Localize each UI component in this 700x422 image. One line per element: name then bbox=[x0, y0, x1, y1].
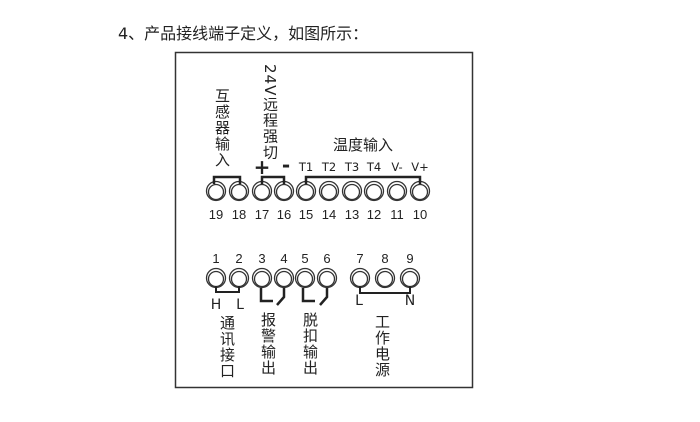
terminal-circle-inner bbox=[376, 270, 394, 288]
ct-input-label: 互感器输入 bbox=[213, 88, 231, 168]
power-supply-label: 工作电源 bbox=[373, 314, 391, 378]
alarm-contact-right bbox=[276, 288, 286, 306]
terminal-number: 3 bbox=[258, 251, 265, 266]
diagram-frame bbox=[174, 51, 474, 389]
terminal-number: 16 bbox=[277, 207, 291, 222]
power-n-label: N bbox=[405, 293, 415, 309]
terminal-number: 11 bbox=[390, 207, 404, 222]
ct-bracket bbox=[212, 175, 242, 184]
terminal-circle-inner bbox=[343, 183, 361, 201]
remote-trip-label: 24V远程强切 bbox=[261, 64, 279, 161]
temp-channel-label: V- bbox=[391, 160, 402, 174]
top-terminal-row bbox=[205, 180, 431, 202]
terminal-circle-inner bbox=[388, 183, 406, 201]
terminal-number: 17 bbox=[255, 207, 269, 222]
terminal-circle-inner bbox=[411, 183, 429, 201]
temp-channel-label: T4 bbox=[366, 160, 381, 174]
comm-bracket bbox=[215, 286, 240, 293]
minus-label: - bbox=[282, 153, 290, 177]
terminal-circle-inner bbox=[275, 183, 293, 201]
terminal-number: 14 bbox=[322, 207, 336, 222]
terminal-circle-inner bbox=[296, 270, 314, 288]
temp-channel-labels: T1 T2 T3 T4 V- V+ bbox=[298, 160, 429, 174]
terminal-number: 15 bbox=[299, 207, 313, 222]
h-label: H bbox=[211, 297, 222, 313]
temp-input-label: 温度输入 bbox=[333, 136, 393, 154]
terminal-circle-inner bbox=[253, 183, 271, 201]
terminal-number: 12 bbox=[367, 207, 381, 222]
terminal-number: 1 bbox=[212, 251, 219, 266]
trip-contact-right bbox=[319, 288, 329, 306]
terminal-circle-inner bbox=[230, 183, 248, 201]
bottom-terminal-row bbox=[205, 267, 421, 289]
alarm-contact-left bbox=[259, 288, 273, 303]
trip-output-label: 脱扣输出 bbox=[301, 312, 319, 376]
power-bracket bbox=[359, 286, 411, 294]
terminal-circle-inner bbox=[297, 183, 315, 201]
comm-port-label: 通讯接口 bbox=[218, 315, 236, 379]
alarm-output-label: 报警输出 bbox=[259, 312, 277, 376]
temp-channel-label: T3 bbox=[344, 160, 359, 174]
trip-contact-left bbox=[301, 288, 315, 303]
terminal-number: 8 bbox=[381, 251, 388, 266]
plus-label: + bbox=[254, 155, 271, 179]
l-label: L bbox=[236, 297, 244, 313]
section-heading: 4、产品接线端子定义，如图所示： bbox=[118, 24, 369, 43]
terminal-circle-inner bbox=[318, 270, 336, 288]
terminal-number: 5 bbox=[301, 251, 308, 266]
power-l-label: L bbox=[355, 293, 363, 309]
terminal-circle-inner bbox=[320, 183, 338, 201]
terminal-circle-inner bbox=[275, 270, 293, 288]
terminal-number: 19 bbox=[209, 207, 223, 222]
terminal-number: 6 bbox=[323, 251, 330, 266]
terminal-number: 13 bbox=[345, 207, 359, 222]
temp-bracket bbox=[304, 175, 422, 184]
temp-channel-label: T2 bbox=[321, 160, 336, 174]
terminal-number: 4 bbox=[280, 251, 287, 266]
terminal-number: 10 bbox=[413, 207, 427, 222]
terminal-number: 7 bbox=[356, 251, 363, 266]
terminal-circle-inner bbox=[253, 270, 271, 288]
terminal-number: 2 bbox=[235, 251, 242, 266]
terminal-number: 18 bbox=[232, 207, 246, 222]
remote-trip-bracket bbox=[260, 175, 286, 184]
top-terminal-numbers: 19 18 17 16 15 14 13 12 11 10 bbox=[209, 207, 427, 222]
terminal-number: 9 bbox=[406, 251, 413, 266]
terminal-circle-inner bbox=[365, 183, 383, 201]
temp-channel-label: T1 bbox=[298, 160, 313, 174]
terminal-circle-inner bbox=[207, 183, 225, 201]
temp-channel-label: V+ bbox=[411, 160, 429, 174]
